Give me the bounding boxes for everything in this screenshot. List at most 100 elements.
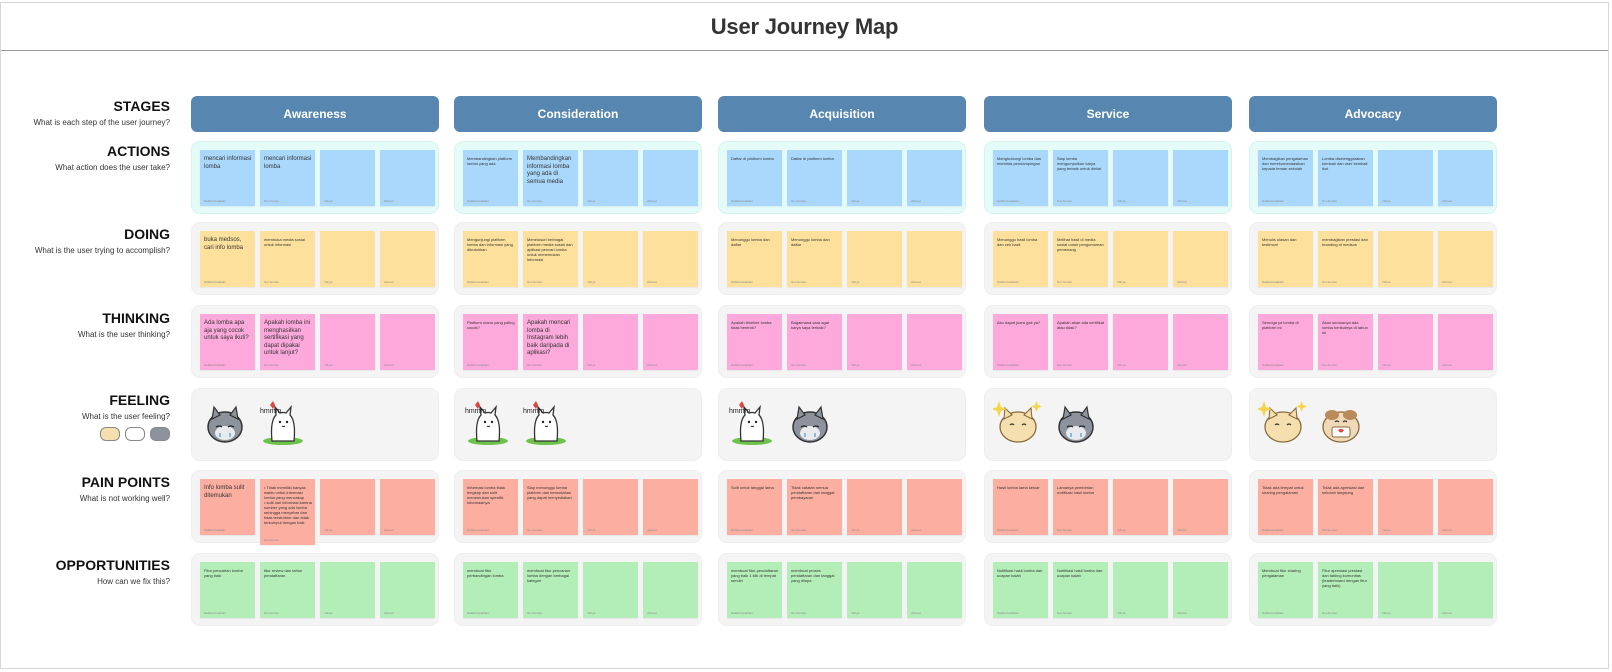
sticky-note[interactable]: Yahya	[1378, 562, 1433, 618]
sticky-note[interactable]: Ahmad	[643, 479, 698, 535]
sticky-note[interactable]: Akan semuanya ada lomba berikutnya di ta…	[1318, 314, 1373, 370]
sticky-note[interactable]: Yahya	[320, 479, 375, 535]
sticky-note[interactable]: Ahmad	[1438, 150, 1493, 206]
sticky-note[interactable]: Ahmad	[380, 150, 435, 206]
sticky-note[interactable]: Yahya	[1378, 314, 1433, 370]
sticky-note[interactable]: Apakah akan ada sertifikat atau tidak?Nu…	[1053, 314, 1108, 370]
sticky-note[interactable]: Ahmad	[1173, 231, 1228, 287]
stage-acquisition[interactable]: Acquisition	[718, 96, 966, 132]
sticky-note[interactable]: Yahya	[847, 231, 902, 287]
sticky-note[interactable]: Ahmad	[1173, 479, 1228, 535]
sticky-note[interactable]: Ahmad	[380, 479, 435, 535]
sticky-note[interactable]: Ahmad	[1438, 562, 1493, 618]
sticky-note[interactable]: Yahya	[847, 314, 902, 370]
sticky-note[interactable]: Ahmad	[643, 150, 698, 206]
sticky-note[interactable]: Apakah mencari lomba di Instagram lebih …	[523, 314, 578, 370]
sticky-note[interactable]: Yahya	[583, 314, 638, 370]
sticky-note[interactable]: Informasi lomba tidak lengkap dan sulit …	[463, 479, 518, 535]
sticky-note[interactable]: Ahmad	[380, 562, 435, 618]
sticky-note[interactable]: Ahmad	[1438, 479, 1493, 535]
sticky-note[interactable]: Menelusuri berbagai platform media sosia…	[523, 231, 578, 287]
sticky-note[interactable]: Ahmad	[380, 314, 435, 370]
sticky-note[interactable]: Ahmad	[907, 150, 962, 206]
sticky-note[interactable]: Yahya	[583, 562, 638, 618]
sticky-note[interactable]: Membandingkan informasi lomba yang ada d…	[523, 150, 578, 206]
sticky-note[interactable]: Yahya	[583, 150, 638, 206]
sticky-note[interactable]: Ahmad	[1173, 314, 1228, 370]
sticky-note[interactable]: Ahmad	[907, 231, 962, 287]
sticky-note[interactable]: Platform mana yang paling cocok?Nabila F…	[463, 314, 518, 370]
sticky-note[interactable]: Yahya	[320, 231, 375, 287]
sticky-note[interactable]: Yahya	[1113, 231, 1168, 287]
sticky-note[interactable]: Yahya	[1113, 562, 1168, 618]
sticky-note[interactable]: Yahya	[320, 314, 375, 370]
stage-consideration[interactable]: Consideration	[454, 96, 702, 132]
sticky-note[interactable]: Tidak ada apresiasi dari sekolah langsun…	[1318, 479, 1373, 535]
sticky-note[interactable]: Ahmad	[380, 231, 435, 287]
sticky-note[interactable]: Ahmad	[643, 231, 698, 287]
sticky-note[interactable]: Yahya	[847, 562, 902, 618]
sticky-note[interactable]: Yahya	[1378, 479, 1433, 535]
sticky-note[interactable]: Yahya	[320, 562, 375, 618]
sticky-note[interactable]: • Tidak memiliki banyak waktu untuk info…	[260, 479, 315, 545]
sticky-note[interactable]: Yahya	[1113, 479, 1168, 535]
sticky-note[interactable]: Tidak catatan semua pendaftaran dan tang…	[787, 479, 842, 535]
stage-advocacy[interactable]: Advocacy	[1249, 96, 1497, 132]
sticky-note[interactable]: membagikan prestasi dan branding di meds…	[1318, 231, 1373, 287]
sticky-note[interactable]: Yahya	[583, 479, 638, 535]
sticky-note[interactable]: Yahya	[847, 479, 902, 535]
sticky-note[interactable]: Yahya	[583, 231, 638, 287]
sticky-note[interactable]: Siap menunggu lomba platform dan kemudah…	[523, 479, 578, 535]
sticky-note[interactable]: Yahya	[1378, 231, 1433, 287]
sticky-note[interactable]: Ahmad	[1173, 562, 1228, 618]
sticky-note[interactable]: Yahya	[320, 150, 375, 206]
sticky-note[interactable]: Bagaimana cara agar karya saya terbaik?N…	[787, 314, 842, 370]
sticky-note[interactable]: Lamanya pemberian notifikasi hasil lomba…	[1053, 479, 1108, 535]
sticky-note[interactable]: Melihat hasil di media sosial untuk peng…	[1053, 231, 1108, 287]
sticky-note[interactable]: Membagikan pengalaman dan merekomendasik…	[1258, 150, 1313, 206]
sticky-note[interactable]: Apakah timeline lomba tidak bentrok?Nabi…	[727, 314, 782, 370]
sticky-note[interactable]: Yahya	[1113, 314, 1168, 370]
sticky-note[interactable]: Ahmad	[1173, 150, 1228, 206]
sticky-note[interactable]: Fitur apresiasi prestasi dan tabling kom…	[1318, 562, 1373, 618]
stage-awareness[interactable]: Awareness	[191, 96, 439, 132]
sticky-note[interactable]: membuat proses pendaftaran dan tanggal y…	[787, 562, 842, 618]
sticky-note[interactable]: Menghubungi lomba dan meminta pendamping…	[993, 150, 1048, 206]
sticky-note[interactable]: Mengunjungi platform lomba dan informasi…	[463, 231, 518, 287]
sticky-note[interactable]: Yahya	[1378, 150, 1433, 206]
sticky-note[interactable]: Ahmad	[907, 562, 962, 618]
sticky-note[interactable]: Ada lomba apa aja yang cocok untuk saya …	[200, 314, 255, 370]
stage-service[interactable]: Service	[984, 96, 1232, 132]
sticky-note[interactable]: Ahmad	[643, 562, 698, 618]
sticky-note[interactable]: Aku dapat juara gak ya?Nabila Faradiani	[993, 314, 1048, 370]
sticky-note[interactable]: Apakah lomba ini menghasilkan sertifikas…	[260, 314, 315, 370]
sticky-note[interactable]: Lomba diselenggarakan kembali dan user k…	[1318, 150, 1373, 206]
sticky-note[interactable]: Yahya	[1113, 150, 1168, 206]
sticky-note[interactable]: Ahmad	[907, 479, 962, 535]
sticky-note[interactable]: Ahmad	[643, 314, 698, 370]
sticky-note[interactable]: Siap lomba mengumpulkan karya yang terba…	[1053, 150, 1108, 206]
sticky-note[interactable]: Ahmad	[1438, 314, 1493, 370]
sticky-note[interactable]: membuat fitur pendaftaran yang baik 1 kl…	[727, 562, 782, 618]
sticky-note[interactable]: Yahya	[847, 150, 902, 206]
sticky-note[interactable]: Ahmad	[1438, 231, 1493, 287]
